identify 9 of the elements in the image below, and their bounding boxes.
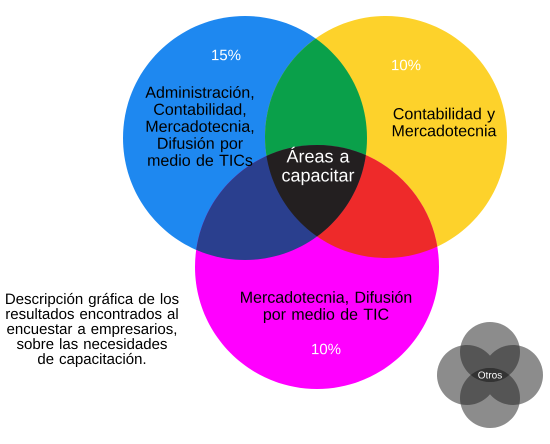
percent-label: 10% (392, 60, 420, 70)
category-label: Otros (478, 371, 502, 379)
category-label: Mercadotecnia, Difusión por medio de TIC (241, 290, 412, 324)
percent-label: 10% (312, 344, 340, 354)
description-text: Descripción gráfica de los resultados encontrados al encuestar a empresarios, sobre las necesidades de capacitación. (6, 292, 179, 368)
category-label: Contabilidad y Mercadotecnia (392, 108, 496, 136)
center-label: Áreas a capacitar (282, 146, 354, 186)
percent-label: 15% (212, 50, 240, 60)
category-label: Administración, Contabilidad, Mercadotecnia, Difusión por medio de TICs (145, 86, 254, 166)
